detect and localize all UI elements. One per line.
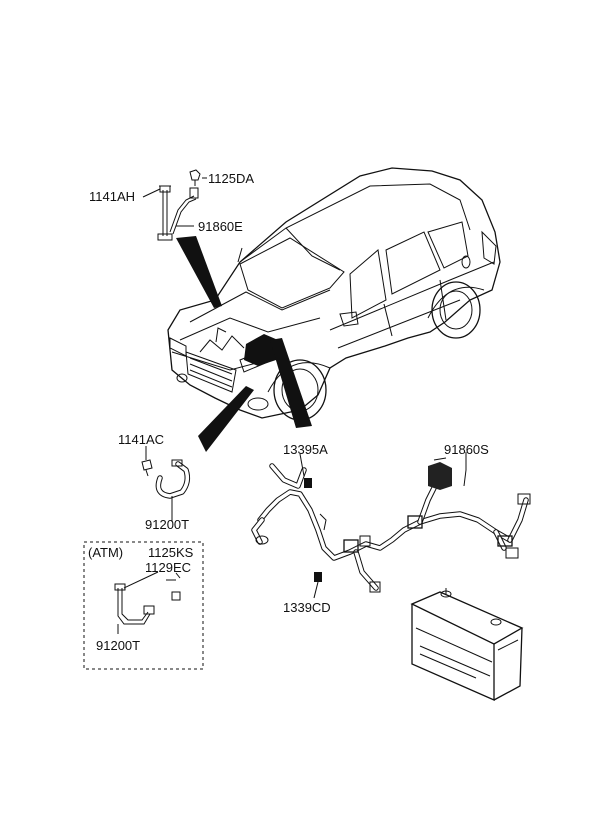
label-1141ac: 1141AC [118, 432, 164, 447]
label-91860s: 91860S [444, 442, 489, 457]
leader-lines [117, 177, 467, 634]
label-1129ec: 1129EC [145, 560, 191, 575]
ground-cable-91200t [141, 459, 191, 514]
ground-strap-91860e [157, 169, 201, 241]
label-91200t-atm: 91200T [96, 638, 140, 653]
nut-1339cd [314, 572, 322, 582]
label-13395a: 13395A [283, 442, 328, 457]
label-91200t: 91200T [145, 517, 189, 532]
clip-13395a [304, 478, 312, 488]
label-1339cd: 1339CD [283, 600, 331, 615]
vehicle-illustration [167, 167, 501, 452]
label-91860e: 91860E [198, 219, 243, 234]
label-atm: (ATM) [88, 545, 123, 560]
battery-harness-91860s [251, 457, 531, 593]
battery [410, 588, 524, 701]
label-1141ah: 1141AH [89, 189, 135, 204]
label-1125ks: 1125KS [148, 545, 194, 560]
atm-variant-box [83, 541, 204, 670]
label-1125da: 1125DA [208, 171, 254, 186]
